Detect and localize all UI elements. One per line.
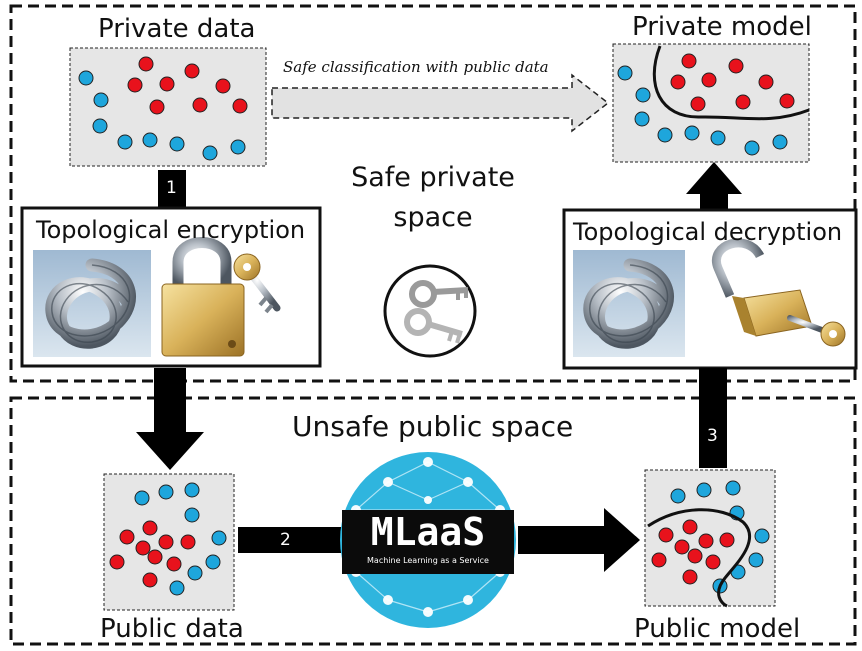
padlock-locked-icon: [161, 237, 245, 357]
private-model-boundary: [652, 45, 810, 121]
safe-private-space-frame: [9, 4, 857, 383]
safe-classification-label: Safe classification with public data: [283, 58, 549, 76]
safe-space-label: Safe private space: [330, 158, 536, 238]
encryption-box: [20, 206, 322, 368]
keys-icon: [383, 264, 477, 358]
mlaas-logo: [340, 452, 516, 628]
mlaas-tagline: Machine Learning as a Service: [367, 556, 489, 565]
safe-space-label-line1: Safe private: [351, 162, 515, 193]
public-model-boundary: [647, 508, 752, 608]
padlock-open-icon: [711, 238, 813, 337]
public-model-panel: [644, 469, 776, 608]
arrow-to-private-model: [686, 162, 742, 210]
key-icon: [787, 315, 846, 347]
arrow-step1-shaft: [158, 170, 186, 208]
arrow-step2-shaft: [238, 527, 342, 553]
mlaas-name: MLaaS: [370, 510, 486, 554]
step2-label: 2: [280, 530, 291, 550]
private-data-panel: [69, 47, 267, 167]
public-data-title: Public data: [100, 614, 244, 644]
unsafe-public-space-frame: [9, 396, 857, 646]
arrow-to-public-data: [136, 368, 204, 470]
knot-icon: [573, 250, 685, 357]
knot-icon: [33, 250, 151, 357]
arrow-to-public-model: [518, 508, 640, 572]
public-data-panel: [103, 473, 235, 611]
public-data-points: [109, 482, 227, 596]
private-model-points: [617, 53, 795, 156]
unsafe-space-label: Unsafe public space: [292, 410, 574, 443]
private-model-title: Private model: [632, 12, 812, 42]
public-model-title: Public model: [634, 614, 801, 644]
key-icon: [233, 253, 281, 314]
step1-label: 1: [166, 178, 177, 198]
arrow-step3-shaft: [699, 368, 727, 468]
safe-classification-arrow: [271, 73, 610, 133]
private-data-points: [78, 56, 248, 161]
safe-space-label-line2: space: [393, 202, 473, 233]
step3-label: 3: [707, 426, 718, 446]
private-model-panel: [612, 43, 810, 163]
encryption-title: Topological encryption: [36, 216, 306, 244]
private-data-title: Private data: [98, 14, 256, 44]
decryption-box: [562, 208, 858, 370]
decryption-title: Topological decryption: [573, 218, 843, 246]
